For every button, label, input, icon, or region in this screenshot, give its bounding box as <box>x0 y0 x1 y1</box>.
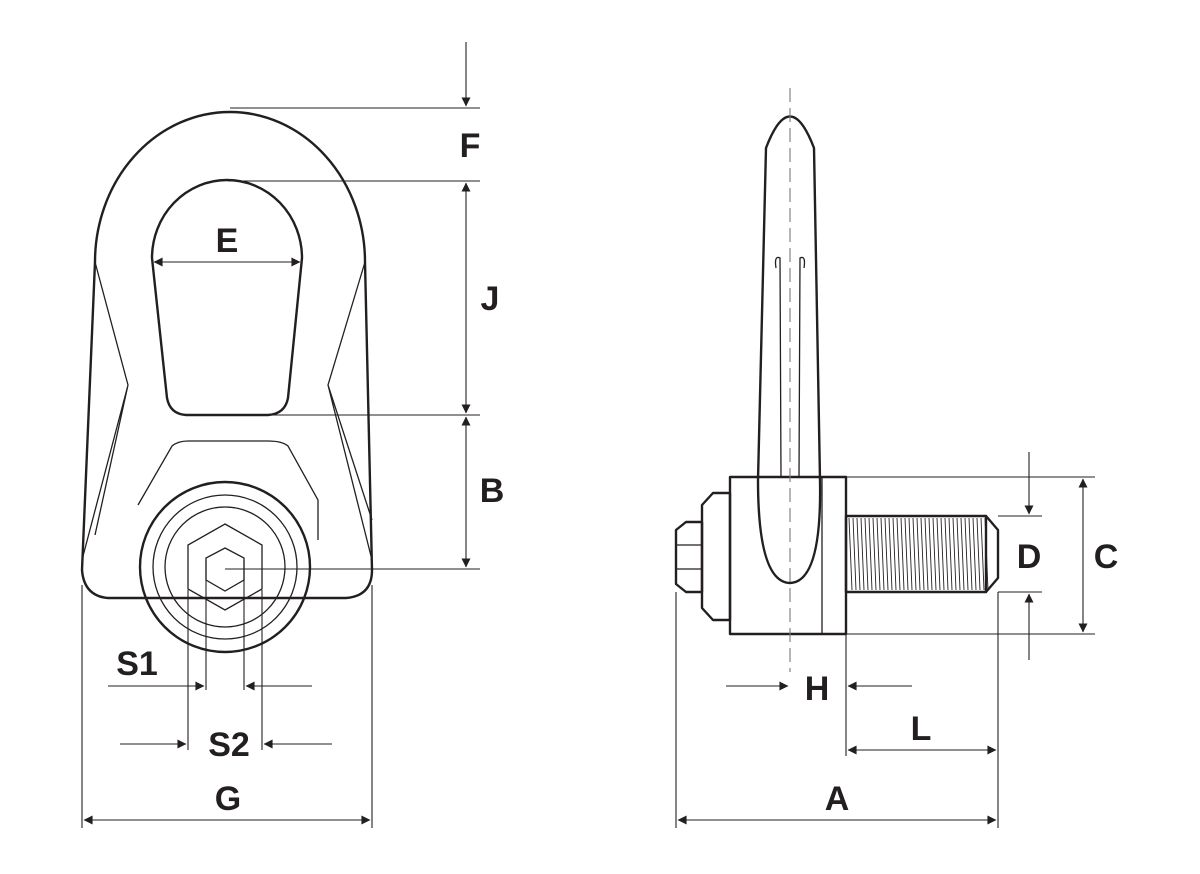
thread-line <box>896 517 901 591</box>
front-hex-head <box>187 523 263 611</box>
thread-line <box>868 517 873 591</box>
side-bail-ring <box>756 115 822 585</box>
thread-line <box>892 517 897 591</box>
thread-line <box>860 517 865 591</box>
thread-line <box>940 517 945 591</box>
front-bushing-middle <box>152 494 298 640</box>
label-s2: S2 <box>208 726 250 764</box>
label-g: G <box>215 780 241 818</box>
front-bushing-shoulder <box>137 440 319 540</box>
thread-line <box>864 517 869 591</box>
thread-line <box>980 517 985 591</box>
thread-line <box>972 517 977 591</box>
thread-line <box>916 517 921 591</box>
thread-line <box>968 517 973 591</box>
front-eye-opening <box>150 178 304 417</box>
thread-line <box>936 517 941 591</box>
thread-line <box>912 517 917 591</box>
thread-line <box>932 517 937 591</box>
thread-line <box>900 517 905 591</box>
label-l: L <box>911 710 932 748</box>
side-view: C D H L A <box>674 88 1119 828</box>
side-bolt-threads <box>848 517 989 591</box>
front-bushing-inner <box>164 506 286 628</box>
side-bail-groove <box>774 256 806 479</box>
thread-line <box>960 517 965 591</box>
thread-line <box>856 517 861 591</box>
thread-line <box>880 517 885 591</box>
thread-line <box>964 517 969 591</box>
front-view: F J B E S1 S2 G <box>80 42 505 828</box>
front-left-flank <box>81 261 129 561</box>
thread-line <box>952 517 957 591</box>
thread-line <box>924 517 929 591</box>
thread-line <box>984 517 989 591</box>
label-e: E <box>216 222 239 260</box>
side-body-block <box>728 475 848 636</box>
label-h: H <box>805 670 830 708</box>
thread-line <box>976 517 981 591</box>
side-threaded-bolt <box>844 514 988 594</box>
label-f: F <box>460 127 481 165</box>
label-b: B <box>480 472 505 510</box>
thread-line <box>848 517 853 591</box>
side-nut <box>674 520 704 594</box>
front-bushing-outer <box>138 480 312 654</box>
label-c: C <box>1094 538 1119 576</box>
thread-line <box>904 517 909 591</box>
thread-line <box>944 517 949 591</box>
label-s1: S1 <box>116 645 158 683</box>
label-j: J <box>481 280 500 318</box>
thread-line <box>956 517 961 591</box>
thread-line <box>884 517 889 591</box>
thread-line <box>872 517 877 591</box>
thread-line <box>928 517 933 591</box>
side-washer <box>700 491 732 622</box>
label-a: A <box>825 780 850 818</box>
thread-line <box>948 517 953 591</box>
thread-line <box>908 517 913 591</box>
front-body-outline <box>80 110 374 600</box>
front-right-flank <box>327 261 373 561</box>
thread-line <box>888 517 893 591</box>
thread-line <box>852 517 857 591</box>
front-hex-socket <box>205 547 245 592</box>
thread-line <box>876 517 881 591</box>
label-d: D <box>1017 538 1042 576</box>
thread-line <box>920 517 925 591</box>
